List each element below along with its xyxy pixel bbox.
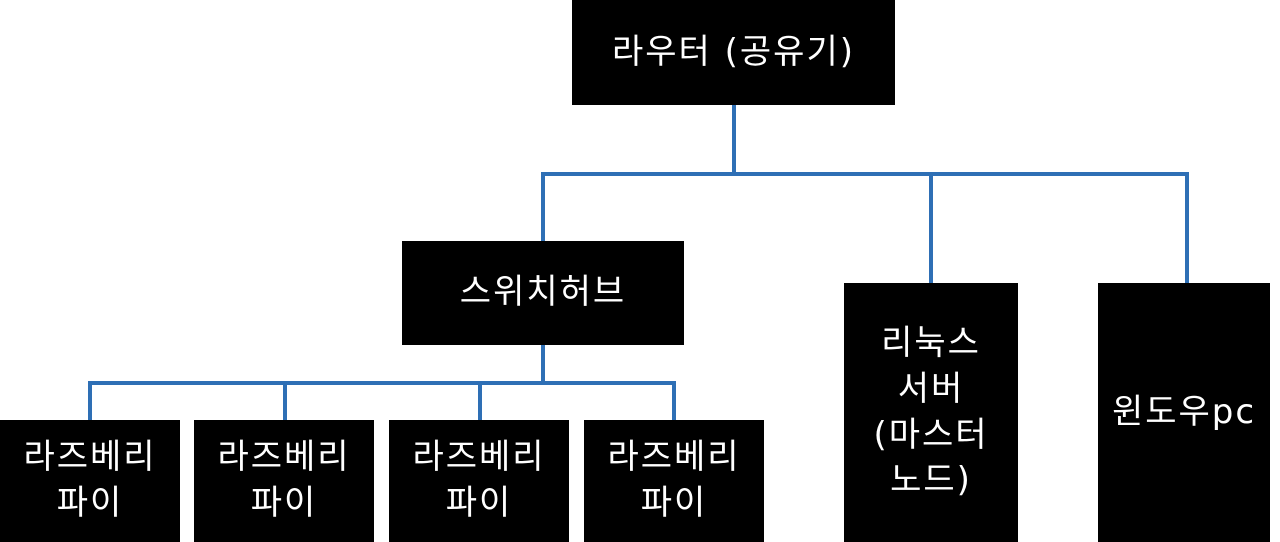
connector-router-to-children — [541, 103, 1189, 285]
router-label: 라우터 (공유기) — [611, 31, 856, 72]
windows-pc-node: 윈도우pc — [1098, 283, 1270, 542]
raspberry-pi-label-4: 라즈베리 파이 — [607, 437, 741, 523]
raspberry-pi-node-2: 라즈베리 파이 — [194, 420, 374, 542]
connector-switch-to-pis — [88, 343, 676, 422]
windows-pc-label: 윈도우pc — [1111, 391, 1257, 432]
raspberry-pi-label-2: 라즈베리 파이 — [217, 437, 351, 523]
switch-hub-node: 스위치허브 — [402, 241, 684, 345]
raspberry-pi-label-3: 라즈베리 파이 — [412, 437, 546, 523]
linux-server-label: 리눅스 서버 (마스터 노드) — [873, 322, 989, 501]
linux-server-node: 리눅스 서버 (마스터 노드) — [844, 283, 1018, 542]
router-node: 라우터 (공유기) — [572, 0, 895, 105]
raspberry-pi-node-1: 라즈베리 파이 — [0, 420, 180, 542]
raspberry-pi-label-1: 라즈베리 파이 — [23, 437, 157, 523]
raspberry-pi-node-4: 라즈베리 파이 — [584, 420, 764, 542]
switch-hub-label: 스위치허브 — [459, 272, 627, 313]
raspberry-pi-node-3: 라즈베리 파이 — [389, 420, 569, 542]
